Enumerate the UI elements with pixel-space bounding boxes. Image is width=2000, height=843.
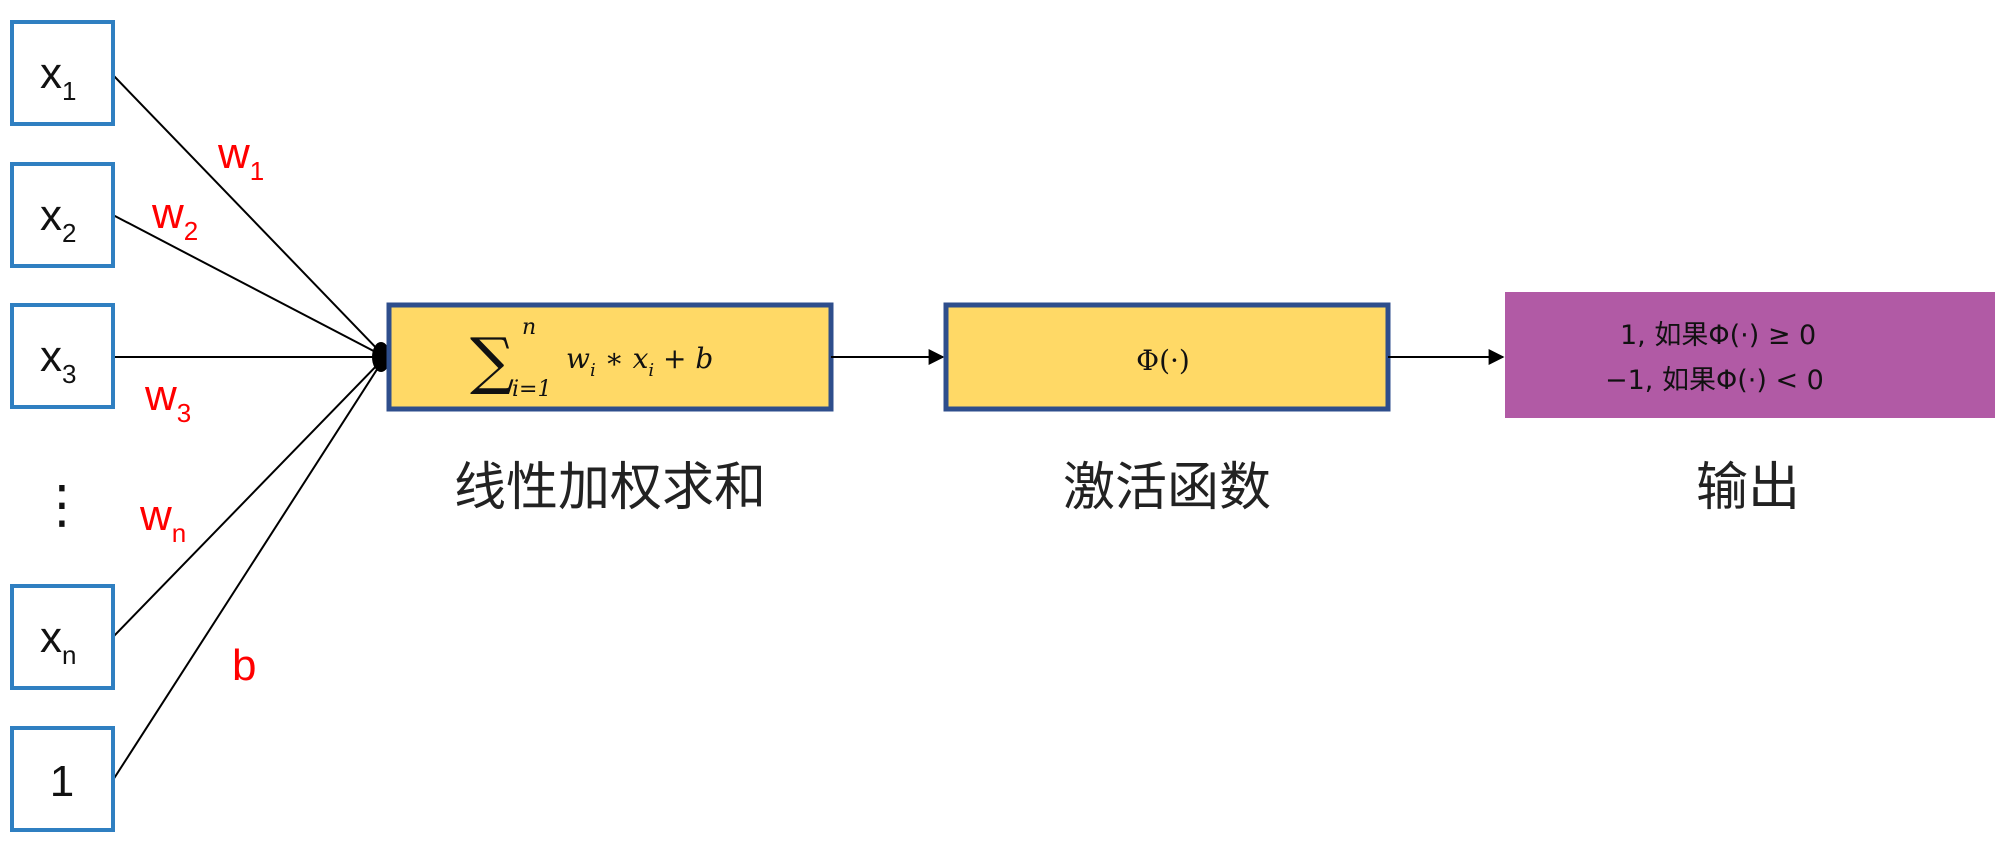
weight-labels: w1 w2 w3 wn b — [139, 129, 264, 690]
sigma-symbol: ∑ — [470, 324, 514, 397]
output-formula: 1, 如果Φ(·) ≥ 0 −1, 如果Φ(·) < 0 — [1605, 320, 1824, 396]
junction-dot — [372, 342, 390, 372]
connection-line-xn — [112, 356, 386, 638]
input-label-x3: x3 — [40, 332, 76, 389]
weight-label-w3: w3 — [144, 371, 191, 428]
input-box-x1 — [10, 20, 115, 126]
sum-formula: ∑ n i=1 wi ∗ xi + b — [470, 315, 713, 402]
sum-expression: wi ∗ xi + b — [566, 342, 713, 381]
input-label-bias: 1 — [50, 757, 74, 806]
input-connections — [112, 74, 386, 781]
input-box-x3 — [10, 303, 115, 409]
weight-label-w2: w2 — [151, 189, 198, 246]
output-box — [1505, 292, 1995, 418]
output-line-positive: 1, 如果Φ(·) ≥ 0 — [1620, 320, 1816, 351]
input-labels: x1 x2 x3 xn 1 — [40, 49, 76, 806]
output-caption: 输出 — [1696, 458, 1800, 518]
input-box-xn — [10, 584, 115, 690]
activation-formula: Φ(·) — [1136, 344, 1190, 377]
ellipsis-icon: ⋮ — [36, 475, 88, 535]
connection-line-bias — [112, 356, 386, 781]
sum-box — [386, 302, 834, 412]
activation-caption: 激活函数 — [1063, 458, 1271, 518]
connection-line-x2 — [112, 214, 386, 358]
weight-label-w1: w1 — [217, 129, 264, 186]
sigma-upper-limit: n — [522, 315, 536, 340]
input-box-x2 — [10, 162, 115, 268]
output-line-negative: −1, 如果Φ(·) < 0 — [1605, 365, 1824, 396]
weight-label-wn: wn — [139, 491, 186, 548]
input-boxes — [10, 20, 115, 832]
input-label-x2: x2 — [40, 191, 76, 248]
input-label-x1: x1 — [40, 49, 76, 106]
input-box-bias — [10, 726, 115, 832]
bias-label: b — [232, 641, 256, 690]
sum-caption: 线性加权求和 — [454, 458, 766, 518]
connection-line-x1 — [112, 74, 386, 358]
input-label-xn: xn — [40, 613, 76, 670]
sigma-lower-limit: i=1 — [512, 377, 551, 402]
